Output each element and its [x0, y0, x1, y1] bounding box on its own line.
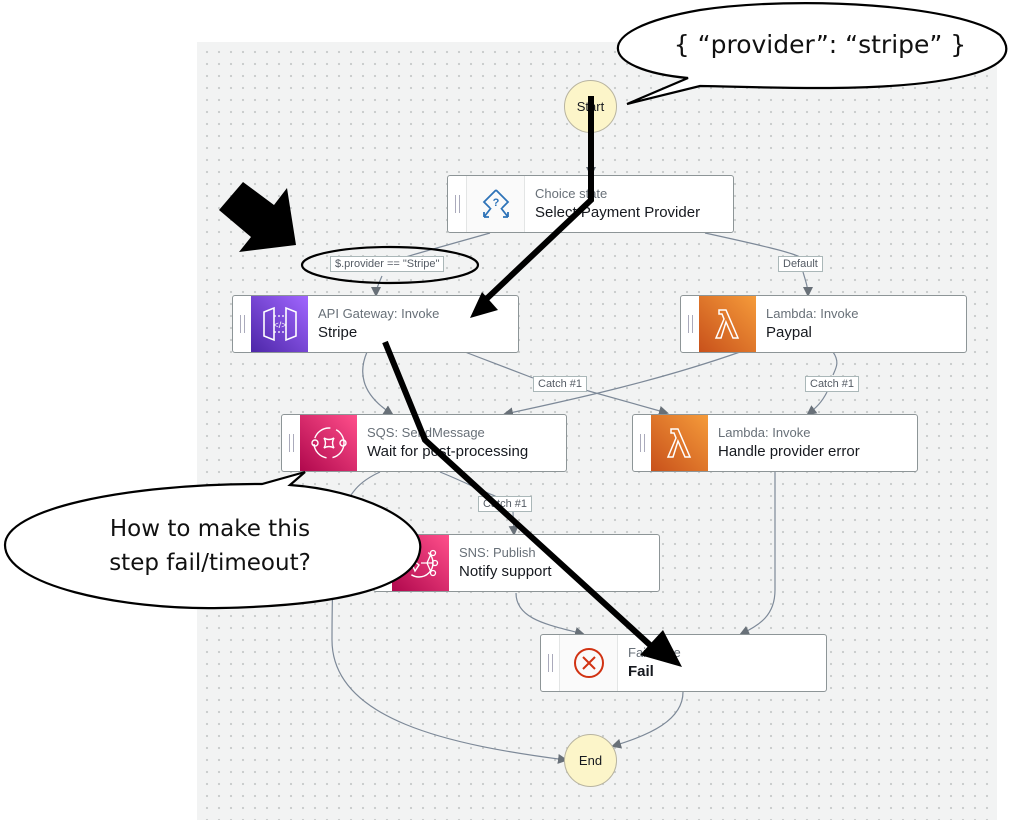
svg-text:</>: </>: [273, 320, 286, 330]
drag-handle[interactable]: [233, 296, 251, 352]
question-line-1: How to make this: [109, 516, 311, 542]
edge-fail-end: [611, 691, 684, 749]
drag-handle[interactable]: [448, 176, 466, 232]
state-name: Handle provider error: [718, 443, 860, 460]
drag-handle[interactable]: [541, 635, 559, 691]
question-speech-bubble: [3, 470, 422, 610]
edge-choice-stripe-2: [371, 275, 383, 297]
flow-path-arrowhead-2: [640, 630, 682, 667]
drag-handle[interactable]: [681, 296, 699, 352]
lambda-icon: [699, 296, 756, 352]
state-name: Stripe: [318, 324, 358, 341]
state-name: Notify support: [459, 563, 552, 580]
state-name: Fail: [628, 663, 654, 680]
api-gateway-icon: </>: [251, 296, 308, 352]
question-line-2: step fail/timeout?: [109, 550, 311, 576]
edge-sns-fail: [515, 592, 585, 637]
flow-path-start-to-stripe: [477, 96, 594, 308]
fail-x-icon: [559, 635, 618, 691]
end-node[interactable]: End: [564, 734, 617, 787]
end-label: End: [578, 753, 603, 768]
edge-label-default[interactable]: Default: [778, 256, 823, 272]
svg-text:?: ?: [492, 197, 499, 209]
pointer-arrow-icon: [219, 182, 296, 252]
state-name: Wait for post-processing: [367, 443, 529, 460]
choice-state-icon: ?: [466, 176, 525, 232]
lambda-icon: [651, 415, 708, 471]
flow-path-stripe-to-fail: [382, 340, 653, 648]
question-bubble-text: How to make this step fail/timeout?: [40, 512, 380, 580]
condition-highlight-ellipse: [300, 245, 480, 285]
edge-label-catch-paypal[interactable]: Catch #1: [805, 376, 860, 392]
edge-stripe-sqs: [362, 351, 394, 416]
flow-path-arrowhead-1: [470, 292, 498, 318]
state-type: Lambda: Invoke: [766, 306, 859, 321]
edge-stripe-catch: [464, 351, 534, 379]
edge-catch-handle-2: [806, 391, 828, 416]
edge-sqs-catch: [439, 471, 496, 497]
edge-label-stripe-condition[interactable]: $.provider == "Stripe": [330, 256, 445, 272]
edge-paypal-catch: [832, 351, 838, 376]
edge-default-paypal: [802, 271, 813, 297]
state-type: API Gateway: Invoke: [318, 306, 440, 321]
drag-handle[interactable]: [633, 415, 651, 471]
sqs-icon: [300, 415, 357, 471]
edge-label-catch-stripe[interactable]: Catch #1: [533, 376, 588, 392]
input-speech-bubble: [616, 2, 1008, 106]
state-name: Paypal: [766, 324, 812, 341]
input-bubble-text: { “provider”: “stripe” }: [673, 30, 967, 59]
edge-choice-paypal: [704, 232, 801, 258]
drag-handle[interactable]: [282, 415, 300, 471]
state-type: SQS: SendMessage: [367, 425, 485, 440]
state-type: SNS: Publish: [459, 545, 536, 560]
edge-paypal-sqs: [503, 351, 741, 418]
state-type: Lambda: Invoke: [718, 425, 811, 440]
edge-handle-fail: [739, 472, 776, 636]
edge-catch-handle: [584, 389, 669, 416]
